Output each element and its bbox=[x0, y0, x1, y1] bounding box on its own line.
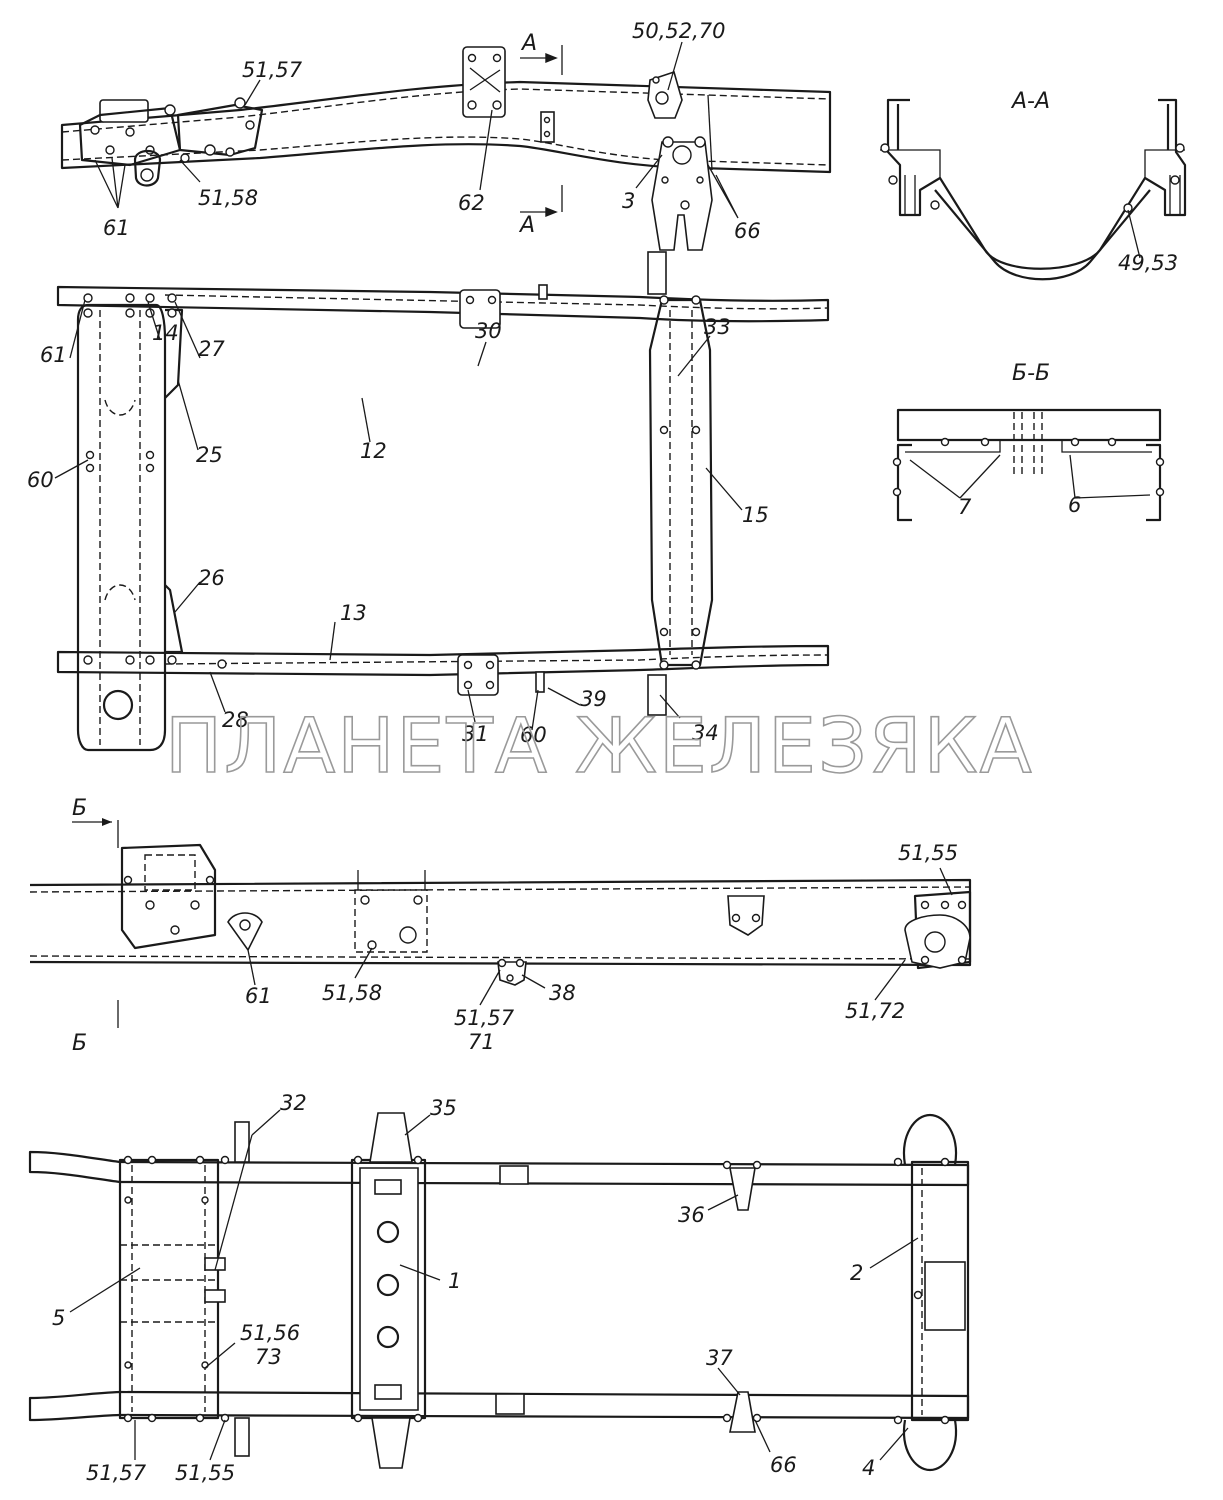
label-62: 62 bbox=[458, 191, 485, 215]
label-31: 31 bbox=[462, 722, 489, 746]
label-32: 32 bbox=[280, 1091, 307, 1115]
section-aa-view: А-А 49,53 bbox=[880, 89, 1187, 281]
label-14: 14 bbox=[152, 321, 179, 345]
label-66-plan: 66 bbox=[770, 1453, 797, 1477]
label-61-plan: 61 bbox=[40, 343, 67, 367]
label-51-56: 51,56 bbox=[240, 1321, 300, 1345]
section-bb-title: Б-Б bbox=[1012, 361, 1050, 386]
view-frame-plan-top: 61 14 27 25 60 12 30 33 15 26 13 28 31 6… bbox=[27, 251, 830, 752]
label-37: 37 bbox=[706, 1346, 733, 1370]
label-7: 7 bbox=[958, 495, 972, 519]
label-50-52-70: 50,52,70 bbox=[632, 19, 726, 43]
label-2: 2 bbox=[850, 1261, 863, 1285]
label-1: 1 bbox=[448, 1269, 461, 1293]
section-bb-view: Б-Б 7 6 bbox=[892, 361, 1165, 522]
label-60: 60 bbox=[27, 468, 54, 492]
label-51-57-rear: 51,57 bbox=[454, 1006, 515, 1030]
label-51-55-rear: 51,55 bbox=[898, 841, 958, 865]
label-71: 71 bbox=[468, 1030, 495, 1054]
label-61-rear: 61 bbox=[245, 984, 272, 1008]
label-34: 34 bbox=[692, 721, 719, 745]
label-3: 3 bbox=[622, 189, 635, 213]
label-39: 39 bbox=[580, 687, 607, 711]
label-51-57-plan: 51,57 bbox=[86, 1461, 147, 1485]
label-38: 38 bbox=[549, 981, 576, 1005]
label-61: 61 bbox=[103, 216, 130, 240]
label-26: 26 bbox=[198, 566, 225, 590]
label-30: 30 bbox=[475, 319, 502, 343]
section-aa-marker-top: А bbox=[520, 31, 537, 56]
label-51-57: 51,57 bbox=[242, 58, 303, 82]
label-66: 66 bbox=[734, 219, 761, 243]
label-28: 28 bbox=[222, 708, 249, 732]
label-5: 5 bbox=[52, 1306, 65, 1330]
view-frame-plan-rear: 32 35 36 5 1 2 51,56 73 37 51,57 51,55 6… bbox=[28, 1091, 970, 1485]
label-6: 6 bbox=[1068, 493, 1081, 517]
label-15: 15 bbox=[742, 503, 769, 527]
label-36: 36 bbox=[678, 1203, 705, 1227]
view-side-rail-rear: Б Б 61 51,58 51,57 71 38 51,55 51,72 bbox=[29, 796, 972, 1056]
label-35: 35 bbox=[430, 1096, 457, 1120]
watermark: ПЛАНЕТА ЖЕЛЕЗЯКА bbox=[165, 701, 1034, 790]
label-25: 25 bbox=[196, 443, 223, 467]
section-aa-marker-bottom: А bbox=[518, 213, 535, 238]
label-13: 13 bbox=[340, 601, 367, 625]
view-side-rail-top: А А 61 51,57 51,58 62 50,52,70 3 66 bbox=[60, 19, 832, 251]
label-12: 12 bbox=[360, 439, 387, 463]
label-4: 4 bbox=[862, 1456, 875, 1480]
section-bb-marker-top: Б bbox=[72, 796, 87, 821]
label-51-58-rear: 51,58 bbox=[322, 981, 382, 1005]
label-73: 73 bbox=[255, 1345, 282, 1369]
label-49-53: 49,53 bbox=[1118, 251, 1178, 275]
section-aa-title: А-А bbox=[1010, 89, 1050, 114]
section-bb-marker-bottom: Б bbox=[72, 1031, 87, 1056]
label-33: 33 bbox=[704, 315, 731, 339]
label-51-55-plan: 51,55 bbox=[175, 1461, 235, 1485]
label-60-rail: 60 bbox=[520, 723, 547, 747]
label-51-58: 51,58 bbox=[198, 186, 258, 210]
label-27: 27 bbox=[198, 337, 225, 361]
label-51-72: 51,72 bbox=[845, 999, 905, 1023]
